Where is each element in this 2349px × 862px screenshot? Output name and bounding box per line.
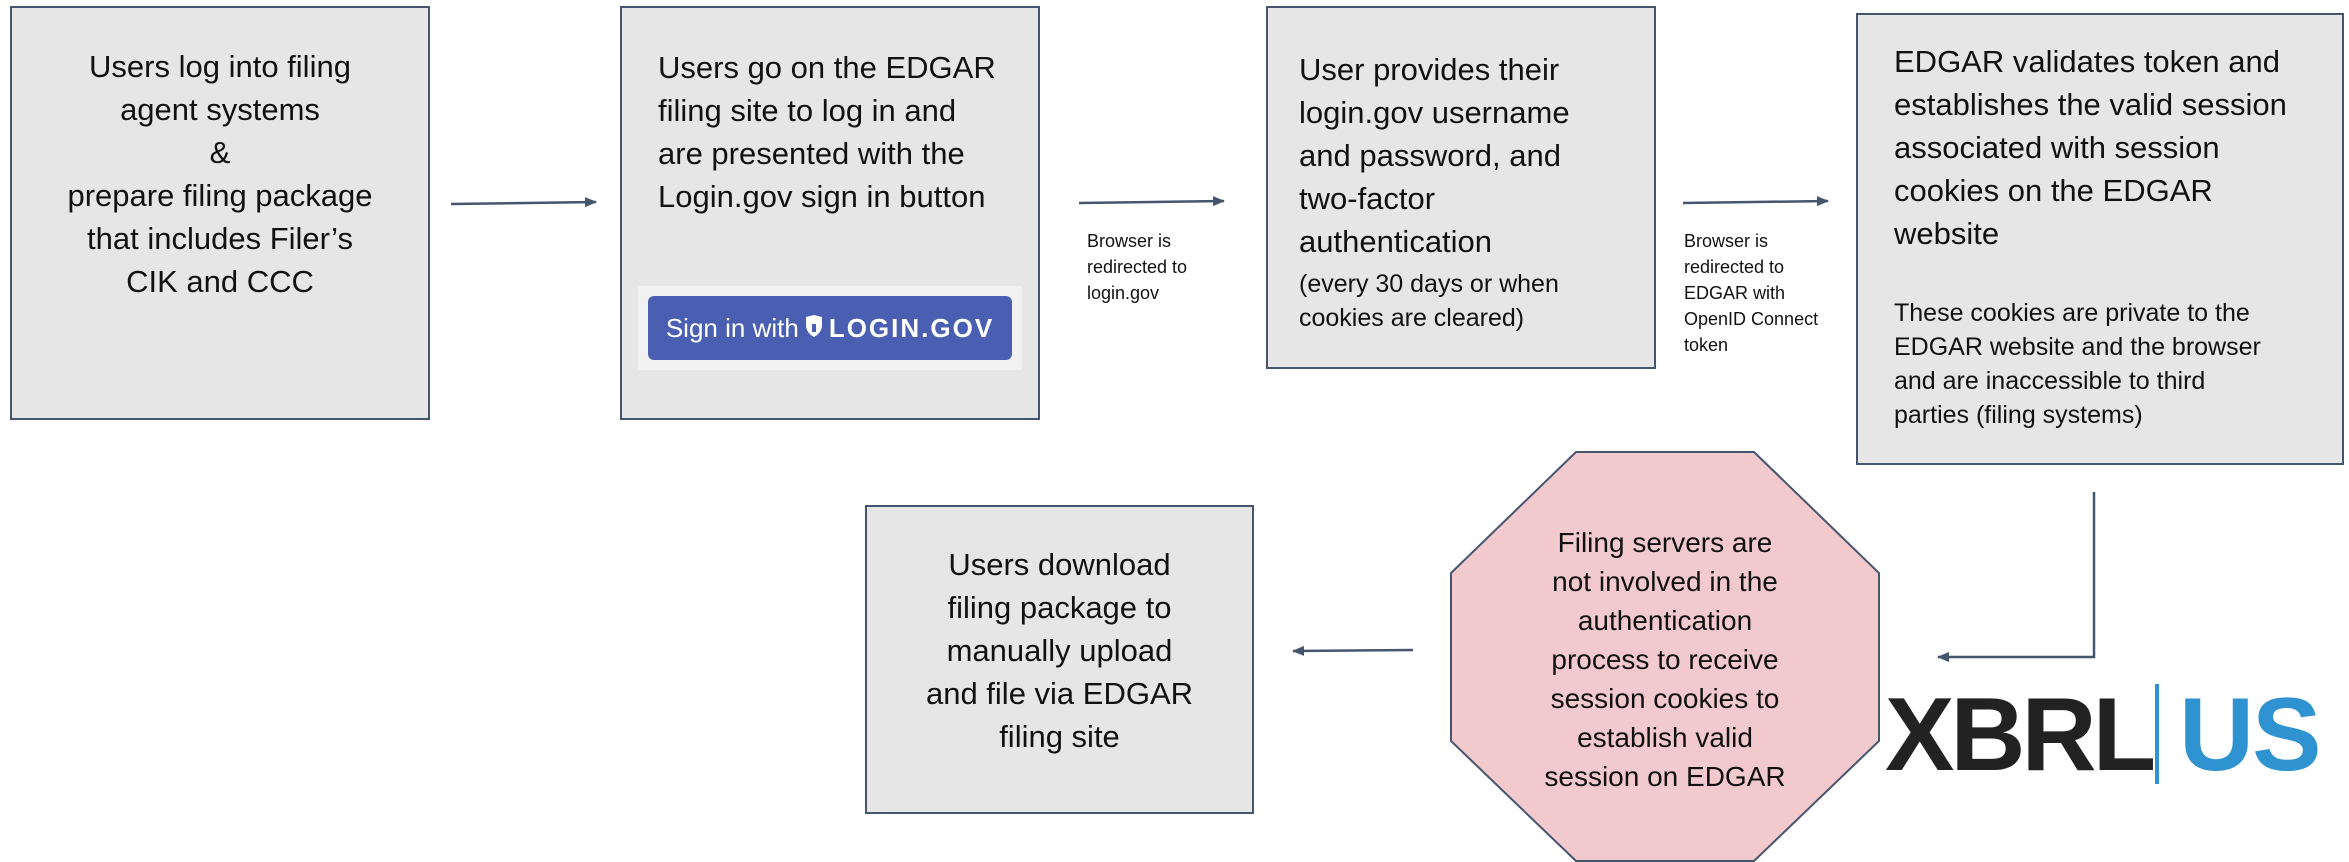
arrow2-label-line: redirected to	[1087, 257, 1188, 277]
step4-note-line: and are inaccessible to third	[1894, 367, 2206, 395]
step6-line: filing site	[999, 719, 1120, 754]
step1-line: agent systems	[120, 92, 320, 127]
step6-line: filing package to	[947, 590, 1172, 625]
logo-us-text: US	[2179, 677, 2321, 793]
step2-line: Users go on the EDGAR	[658, 50, 996, 85]
step4-note: These cookies are private to the EDGAR w…	[1894, 296, 2334, 432]
step1-line: Users log into filing	[89, 49, 351, 84]
step6-box	[865, 505, 1254, 814]
step5-line: Filing servers are	[1557, 527, 1773, 558]
step4-line: website	[1894, 216, 2000, 251]
arrow2-label: Browser is redirected to login.gov	[1087, 228, 1187, 306]
step5-line: process to receive	[1551, 644, 1779, 675]
xbrl-us-logo: XBRL US	[1885, 680, 2330, 790]
arrow3-label-line: redirected to	[1684, 257, 1785, 277]
step1-line: &	[209, 135, 231, 170]
step5-line: session on EDGAR	[1544, 761, 1786, 792]
arrow-step1-to-step2	[450, 197, 597, 208]
step5-octagon-shape	[1450, 451, 1880, 862]
step6-line: Users download	[948, 547, 1171, 582]
arrow3-label-line: token	[1684, 335, 1729, 355]
step3-note: (every 30 days or when cookies are clear…	[1299, 267, 1649, 335]
step4-note-line: parties (filing systems)	[1894, 401, 2143, 429]
login-gov-button-frame: Sign in with LOGIN.GOV	[638, 286, 1022, 370]
step4-note-line: EDGAR website and the browser	[1894, 333, 2261, 361]
step4-line: cookies on the EDGAR	[1894, 173, 2213, 208]
step2-line: are presented with the	[658, 136, 965, 171]
login-gov-sign-in-button[interactable]: Sign in with LOGIN.GOV	[648, 296, 1012, 360]
step2-line: Login.gov sign in button	[658, 179, 986, 214]
step4-line: EDGAR validates token and	[1894, 44, 2280, 79]
step2-text: Users go on the EDGAR filing site to log…	[658, 46, 1028, 218]
step4-box	[1856, 13, 2344, 465]
step5-octagon	[1450, 451, 1880, 862]
step4-line: associated with session	[1894, 130, 2220, 165]
step1-box	[10, 6, 430, 420]
step1-line: CIK and CCC	[126, 264, 314, 299]
step3-box	[1266, 6, 1656, 369]
step3-note-line: (every 30 days or when	[1299, 270, 1559, 298]
step5-line: session cookies to	[1550, 683, 1780, 714]
arrow-step5-to-step6	[1292, 645, 1414, 656]
logo-xbrl-text: XBRL	[1885, 677, 2156, 793]
login-button-brand: LOGIN.GOV	[828, 312, 995, 343]
arrow-step4-to-step5	[1937, 492, 2096, 662]
arrow2-label-line: login.gov	[1087, 283, 1160, 303]
arrow3-label-line: EDGAR with	[1684, 283, 1786, 303]
arrow3-label: Browser is redirected to EDGAR with Open…	[1684, 228, 1818, 358]
step1-line: that includes Filer’s	[87, 221, 353, 256]
step5-line: establish valid	[1577, 722, 1753, 753]
step3-line: two-factor	[1299, 181, 1436, 216]
step5-text: Filing servers are not involved in the a…	[1490, 523, 1840, 796]
step1-text: Users log into filing agent systems & pr…	[20, 45, 420, 303]
logo-divider	[2155, 684, 2159, 784]
step3-line: login.gov username	[1299, 95, 1570, 130]
arrow2-label-line: Browser is	[1087, 231, 1172, 251]
step3-line: authentication	[1299, 224, 1493, 259]
step5-line: authentication	[1577, 605, 1753, 636]
step3-line: and password, and	[1299, 138, 1561, 173]
shield-icon	[805, 313, 823, 344]
step2-line: filing site to log in and	[658, 93, 957, 128]
arrow3-label-line: OpenID Connect	[1684, 309, 1819, 329]
arrow3-label-line: Browser is	[1684, 231, 1769, 251]
step4-note-line: These cookies are private to the	[1894, 299, 2250, 327]
step4-text: EDGAR validates token and establishes th…	[1894, 40, 2334, 255]
step6-line: manually upload	[946, 633, 1173, 668]
login-button-prefix: Sign in with	[665, 312, 799, 343]
step4-line: establishes the valid session	[1894, 87, 2287, 122]
step1-line: prepare filing package	[67, 178, 373, 213]
step3-text: User provides their login.gov username a…	[1299, 48, 1649, 263]
arrow-step3-to-step4	[1682, 196, 1829, 207]
step6-line: and file via EDGAR	[925, 676, 1194, 711]
step5-line: not involved in the	[1552, 566, 1778, 597]
step6-text: Users download filing package to manuall…	[875, 543, 1244, 758]
step3-line: User provides their	[1299, 52, 1560, 87]
step3-note-line: cookies are cleared)	[1299, 304, 1525, 332]
arrow-step2-to-step3	[1078, 196, 1225, 207]
